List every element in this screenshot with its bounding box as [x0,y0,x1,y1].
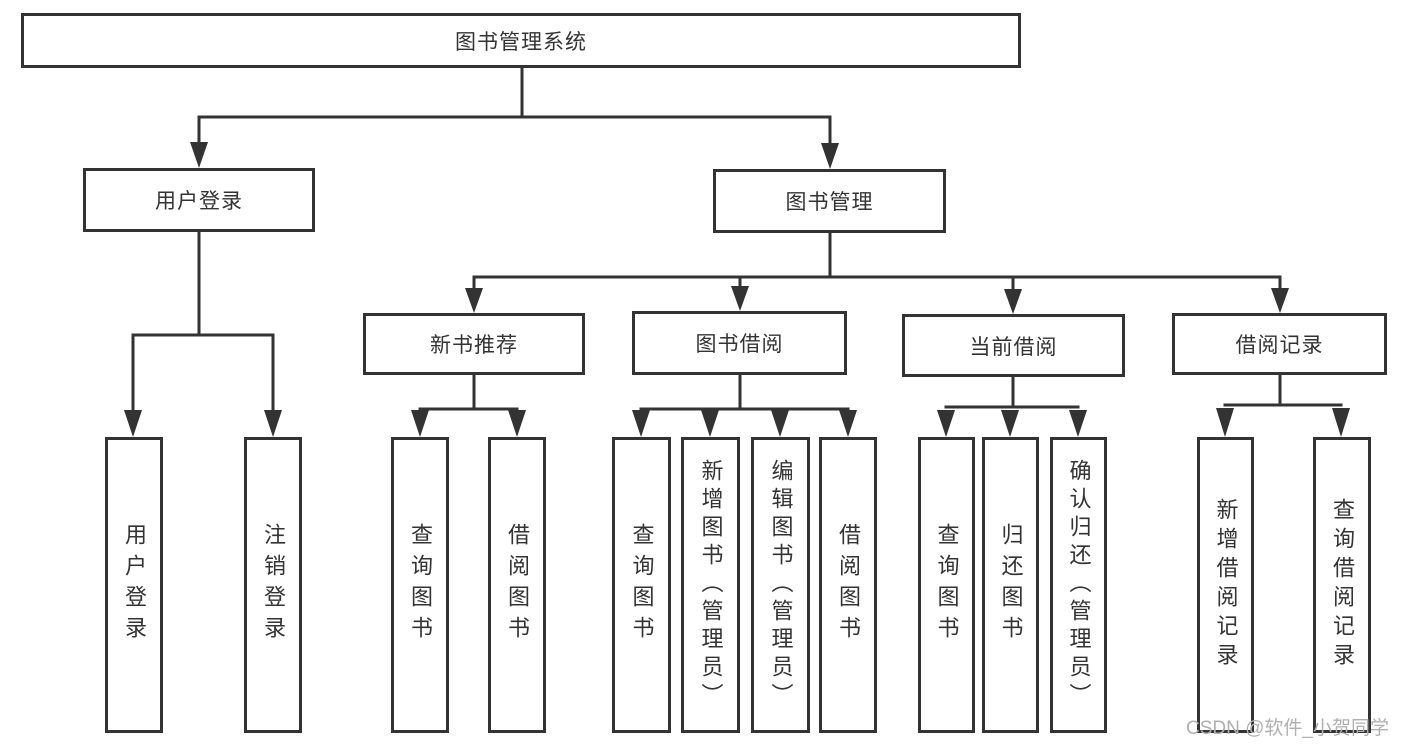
node-borrowing-records-label: 借阅记录 [1235,334,1324,357]
node-leaf-edit-books-admin: 编辑图书（管理员） [751,437,810,733]
node-user-login-label: 用户登录 [155,190,243,213]
arrow-down-icon [731,286,749,311]
node-new-book-recommend: 新书推荐 [363,313,585,375]
csdn-watermark: CSDN @软件_小贺同学 [1186,718,1389,739]
node-leaf-return-books-label: 归还图书 [998,523,1024,647]
node-book-management: 图书管理 [713,169,946,233]
arrow-down-icon [465,288,483,313]
node-leaf-confirm-return-admin-label: 确认归还（管理员） [1066,459,1092,711]
arrow-down-icon [701,410,719,437]
node-leaf-user-login-label: 用户登录 [122,523,147,647]
node-leaf-logout: 注销登录 [244,437,302,733]
node-current-borrowing-label: 当前借阅 [969,335,1058,359]
arrow-down-icon [264,410,282,437]
arrow-down-icon [1216,408,1234,437]
node-leaf-add-books-admin: 新增图书（管理员） [681,437,740,733]
node-root: 图书管理系统 [21,13,1021,68]
arrow-down-icon [937,410,955,437]
node-leaf-add-borrow-record-label: 新增借阅记录 [1213,498,1239,672]
node-leaf-user-login: 用户登录 [105,437,163,733]
arrow-down-icon [632,410,650,437]
arrow-down-icon [190,142,208,168]
connector-lines [131,66,1343,414]
node-root-label: 图书管理系统 [455,30,587,54]
node-leaf-borrow-books-2-label: 借阅图书 [836,523,861,647]
arrow-down-icon [821,143,839,169]
node-leaf-add-books-admin-label: 新增图书（管理员） [698,459,724,711]
node-leaf-logout-label: 注销登录 [261,523,286,647]
node-leaf-query-books-3: 查询图书 [918,437,975,733]
node-book-management-label: 图书管理 [785,191,874,214]
node-leaf-query-books-2-label: 查询图书 [629,523,655,647]
arrow-down-icon [124,410,142,437]
node-user-login: 用户登录 [83,168,315,232]
node-leaf-edit-books-admin-label: 编辑图书（管理员） [768,459,794,711]
arrow-down-icon [771,410,789,437]
arrow-down-icon [839,410,857,437]
node-leaf-query-borrow-record-label: 查询借阅记录 [1330,498,1355,672]
node-leaf-borrow-books-2: 借阅图书 [819,437,877,733]
arrow-down-icon [1069,410,1087,437]
arrow-down-icon [411,410,429,437]
arrow-head-icons [124,142,1350,437]
node-leaf-add-borrow-record: 新增借阅记录 [1197,437,1254,733]
node-leaf-confirm-return-admin: 确认归还（管理员） [1050,437,1107,733]
node-leaf-query-books-1-label: 查询图书 [408,523,433,647]
arrow-down-icon [508,410,526,437]
node-current-borrowing: 当前借阅 [902,314,1125,377]
arrow-down-icon [1001,410,1019,437]
arrow-down-icon [1004,289,1022,314]
node-leaf-borrow-books-1-label: 借阅图书 [505,523,530,647]
arrow-down-icon [1332,408,1350,437]
node-leaf-query-books-3-label: 查询图书 [934,523,960,647]
arrow-down-icon [1271,288,1289,313]
node-leaf-borrow-books-1: 借阅图书 [488,437,546,733]
node-book-borrowing-label: 图书借阅 [695,333,784,356]
node-borrowing-records: 借阅记录 [1172,313,1387,375]
node-leaf-query-borrow-record: 查询借阅记录 [1313,437,1371,733]
node-leaf-return-books: 归还图书 [982,437,1039,733]
node-new-book-recommend-label: 新书推荐 [430,334,518,357]
node-leaf-query-books-2: 查询图书 [612,437,671,733]
node-book-borrowing: 图书借阅 [632,311,847,375]
node-leaf-query-books-1: 查询图书 [391,437,449,733]
